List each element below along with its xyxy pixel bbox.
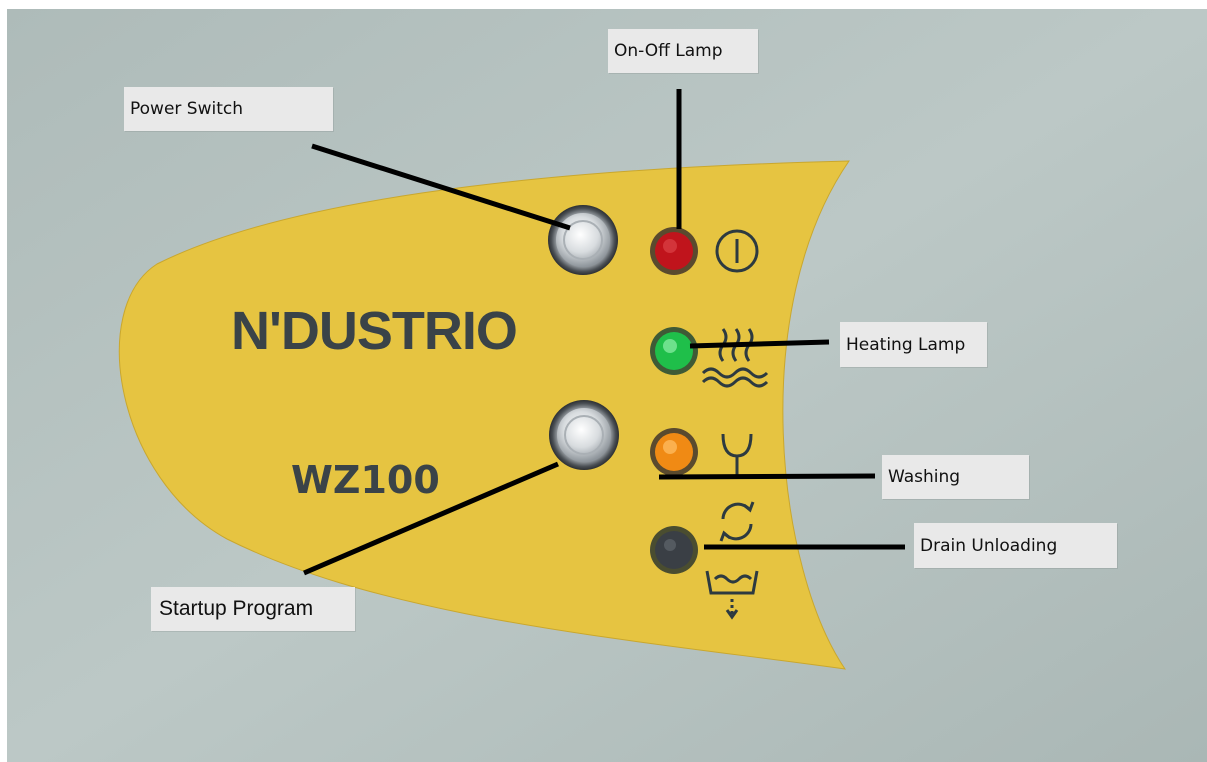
diagram-stage: N'DUSTRIO WZ100 bbox=[7, 9, 1207, 762]
on-off-lamp bbox=[650, 227, 698, 275]
washing-label: Washing bbox=[882, 455, 1029, 499]
washing-lamp bbox=[650, 428, 698, 476]
heating-lamp-label: Heating Lamp bbox=[840, 322, 987, 367]
heating-lamp bbox=[650, 327, 698, 375]
power-switch-label: Power Switch bbox=[124, 87, 333, 131]
model-text: WZ100 bbox=[291, 458, 440, 502]
drain-unloading-label: Drain Unloading bbox=[914, 523, 1117, 568]
drain-tub-icon bbox=[705, 570, 759, 620]
drain-lamp bbox=[650, 526, 698, 574]
leader-lines bbox=[303, 89, 905, 576]
cycle-icon bbox=[719, 501, 755, 542]
washing-leader bbox=[658, 473, 876, 480]
startup-program-label: Startup Program bbox=[151, 587, 355, 631]
power-switch-button[interactable] bbox=[548, 205, 618, 275]
on-off-lamp-label: On-Off Lamp bbox=[608, 29, 758, 73]
startup-program-button[interactable] bbox=[549, 400, 619, 470]
washing-fork-icon bbox=[721, 433, 753, 475]
diagram-svg: N'DUSTRIO WZ100 bbox=[7, 9, 1207, 762]
power-icon bbox=[715, 229, 759, 273]
startup-program-leader bbox=[303, 461, 559, 576]
power-switch-leader bbox=[311, 143, 571, 231]
brand-text: N'DUSTRIO bbox=[231, 301, 517, 361]
heating-lamp-leader bbox=[689, 339, 830, 349]
